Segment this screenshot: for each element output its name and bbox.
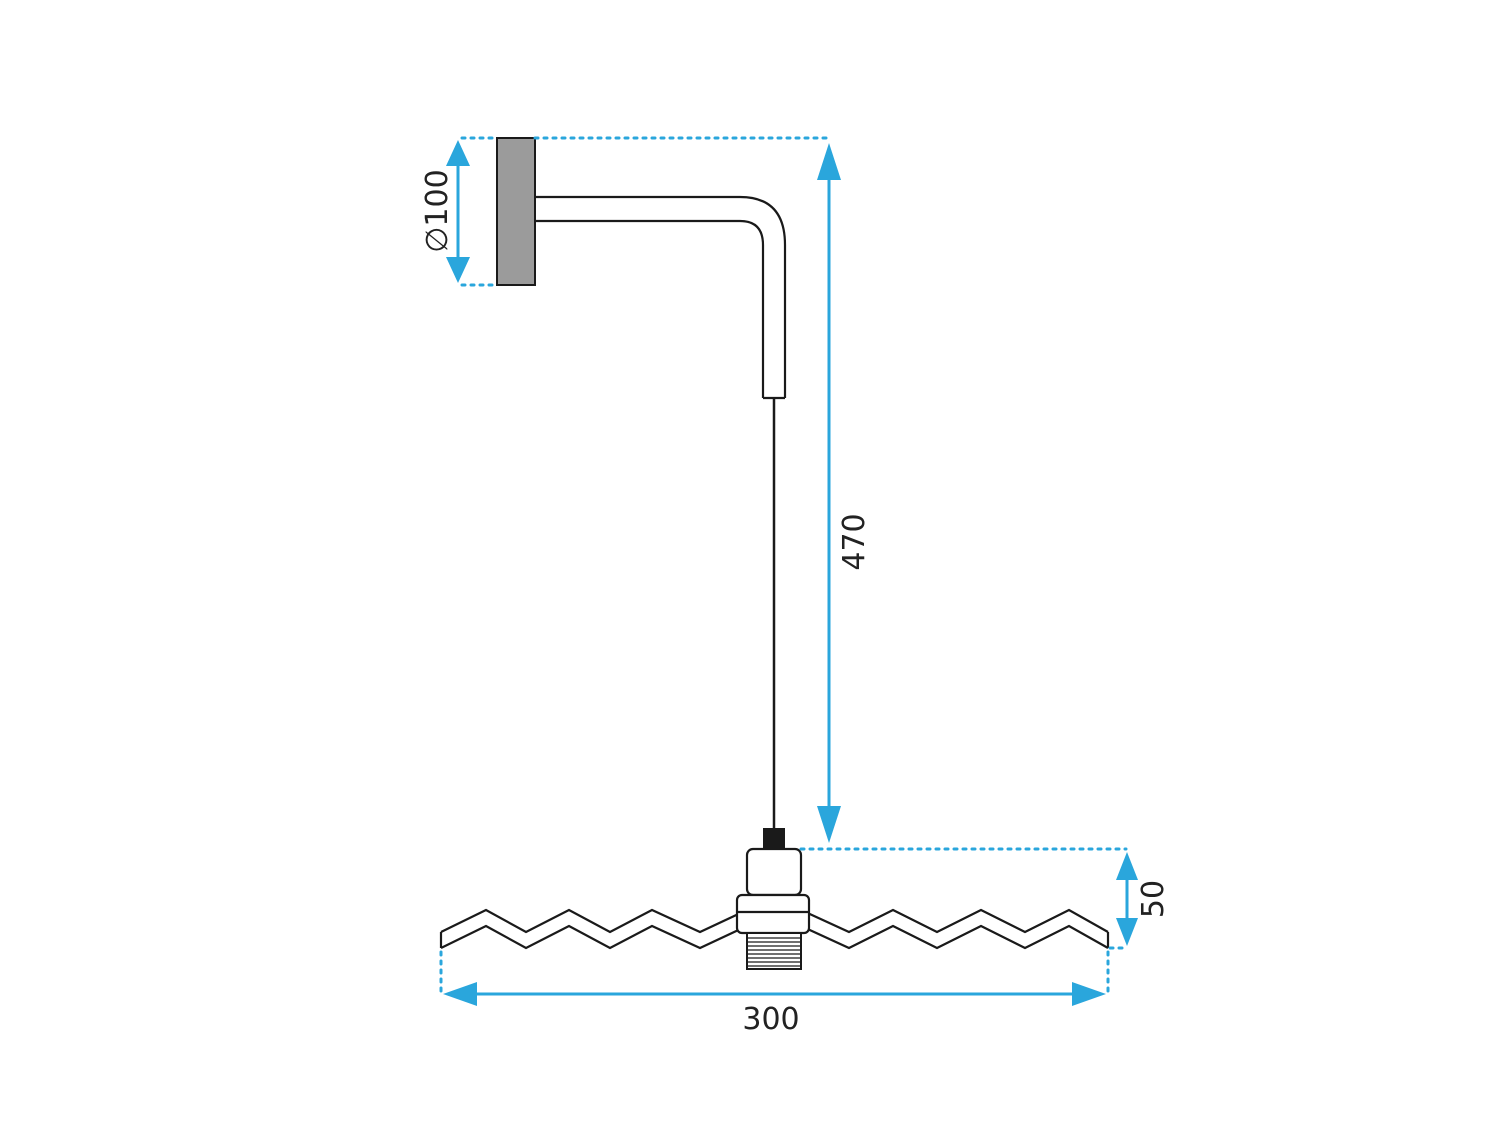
dimension-height xyxy=(533,136,841,843)
dimension-shade-height xyxy=(799,847,1138,950)
wall-plate xyxy=(496,137,536,286)
arm-inner xyxy=(535,219,765,398)
cable-grip xyxy=(763,828,785,850)
dimension-width-label: 300 xyxy=(742,1002,799,1037)
dimension-height-label: 470 xyxy=(837,513,872,570)
arm-outer xyxy=(535,195,787,398)
socket-collar xyxy=(735,893,811,935)
socket-body xyxy=(745,847,803,897)
dimension-diameter xyxy=(446,136,499,287)
dimension-shade-height-label: 50 xyxy=(1136,880,1171,918)
socket-thread xyxy=(746,932,802,970)
dimension-diameter-label: ∅100 xyxy=(420,169,455,252)
dimension-width xyxy=(439,950,1110,1006)
